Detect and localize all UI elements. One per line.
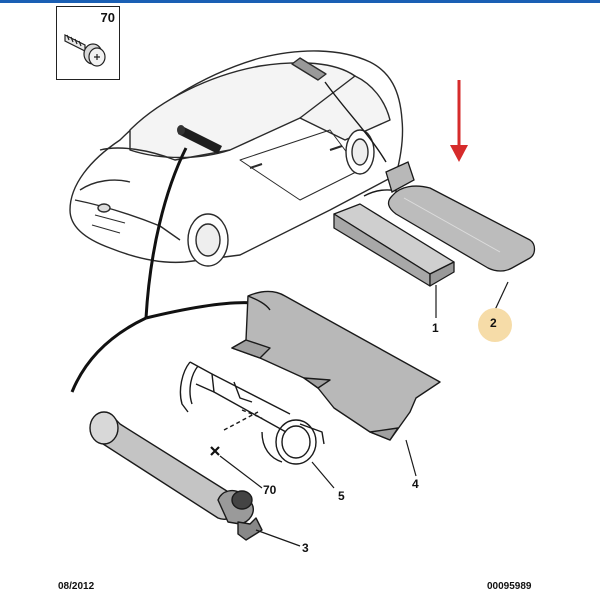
callout-2-highlight	[478, 308, 512, 342]
part-1-pad	[333, 203, 455, 287]
callout-1: 1	[432, 321, 439, 335]
inset-part-number: 70	[100, 10, 115, 25]
screw-marker	[210, 446, 220, 456]
callout-2: 2	[490, 316, 497, 330]
callout-4: 4	[412, 477, 419, 491]
callout-5: 5	[338, 489, 345, 503]
extinguisher-in-car	[177, 125, 222, 154]
part-2-cover	[387, 185, 536, 272]
part-3-extinguisher	[89, 411, 263, 541]
leader-lines	[219, 281, 509, 547]
tray-clip	[385, 161, 415, 193]
screw-inset-box: 70	[56, 6, 120, 80]
top-border	[0, 0, 600, 3]
callout-3: 3	[302, 541, 309, 555]
footer-date: 08/2012	[58, 581, 95, 592]
car-illustration	[69, 50, 404, 267]
screw-icon	[64, 34, 106, 67]
part-4-shield	[231, 290, 441, 441]
callout-70: 70	[263, 483, 277, 497]
part-5-bracket	[179, 361, 325, 465]
footer-reference: 00095989	[487, 581, 532, 592]
down-arrow-icon	[450, 80, 468, 162]
